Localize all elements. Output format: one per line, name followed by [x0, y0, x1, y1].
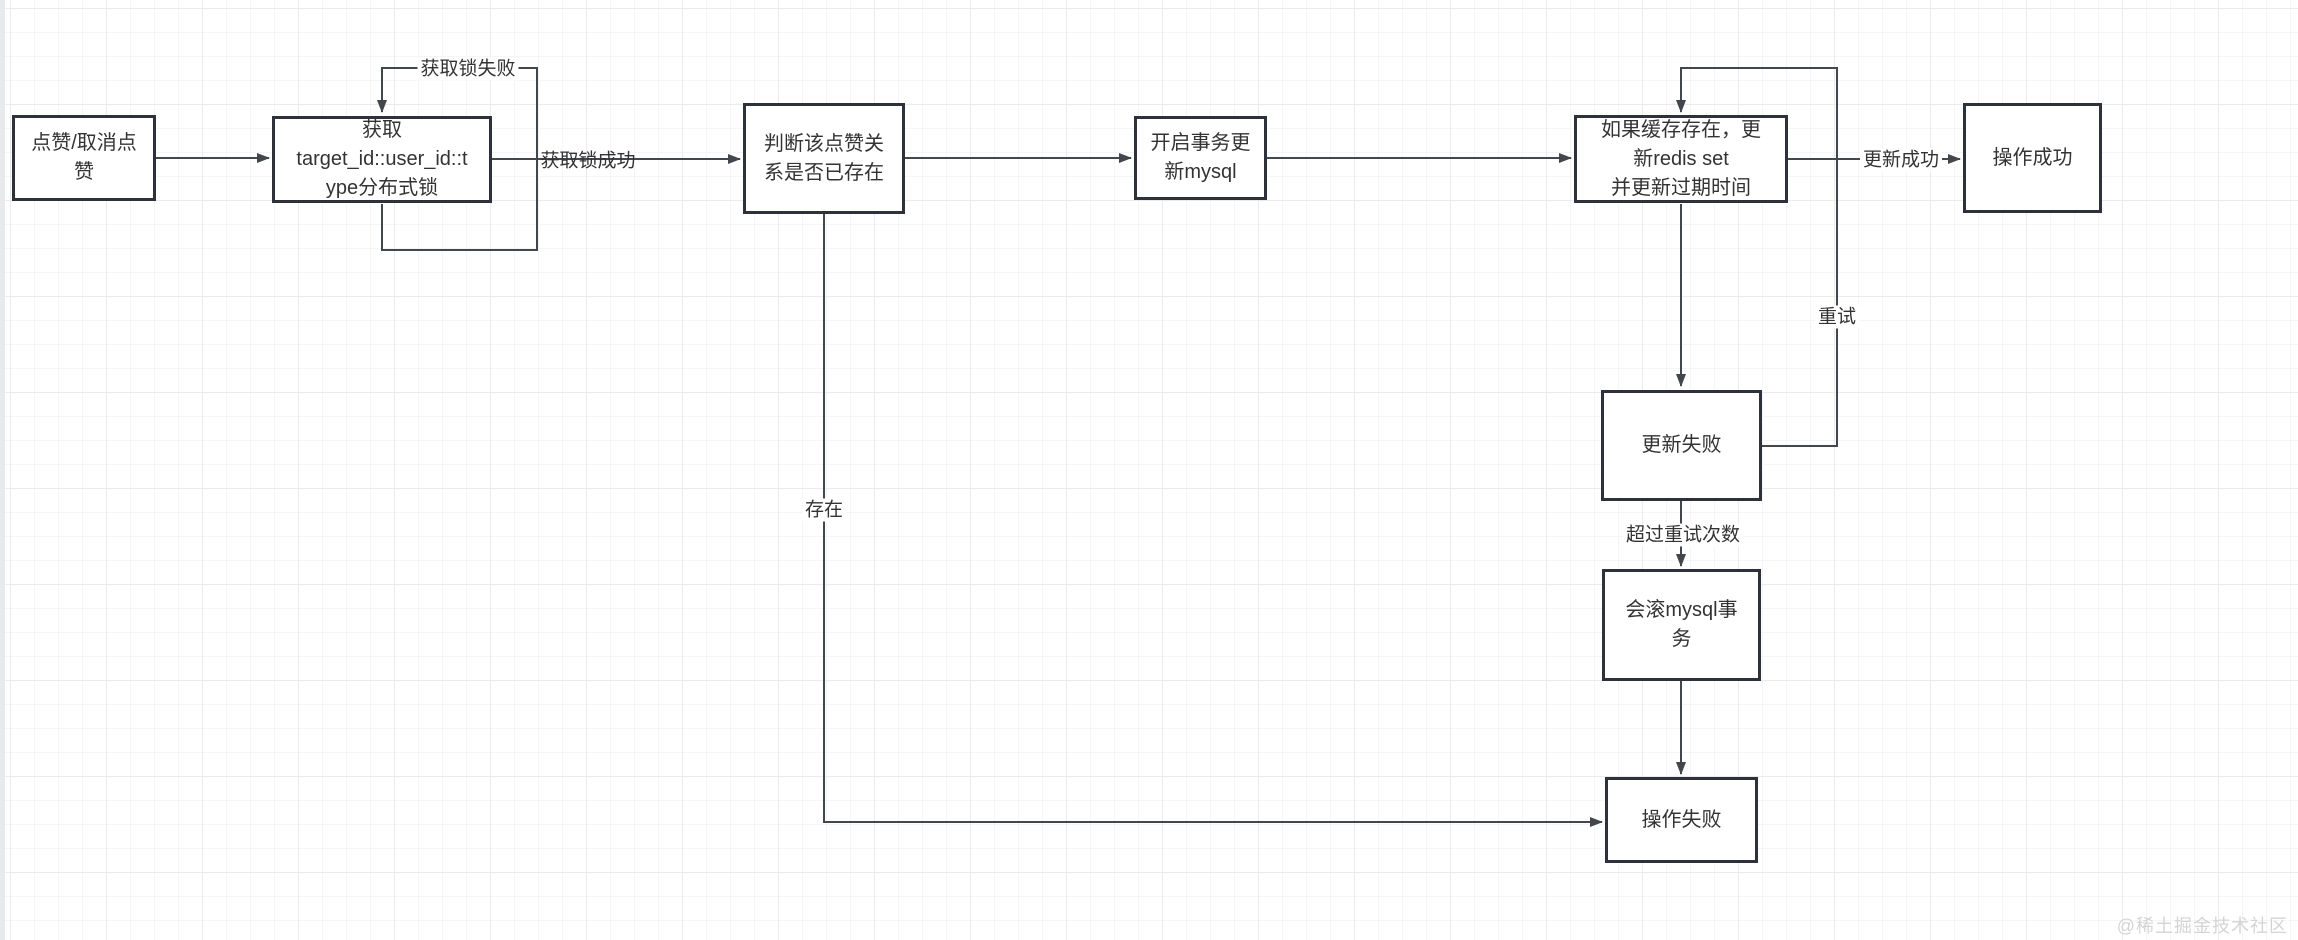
node-start[interactable]: 点赞/取消点 赞	[12, 115, 156, 201]
edge-label-lock-fail[interactable]: 获取锁失败	[417, 57, 519, 81]
edge-label-update-success[interactable]: 更新成功	[1859, 148, 1943, 172]
node-check-relation[interactable]: 判断该点赞关 系是否已存在	[743, 103, 905, 214]
node-operation-success[interactable]: 操作成功	[1963, 103, 2102, 213]
node-acquire-lock[interactable]: 获取 target_id::user_id::t ype分布式锁	[272, 116, 492, 203]
node-rollback-mysql[interactable]: 会滚mysql事 务	[1602, 569, 1761, 681]
node-update-redis[interactable]: 如果缓存存在，更 新redis set 并更新过期时间	[1574, 115, 1788, 203]
edge-label-exists[interactable]: 存在	[801, 498, 847, 522]
node-operation-failed[interactable]: 操作失败	[1605, 777, 1758, 863]
node-open-transaction[interactable]: 开启事务更 新mysql	[1134, 116, 1267, 200]
edge-label-exceed-retries[interactable]: 超过重试次数	[1622, 523, 1744, 547]
edge-label-retry[interactable]: 重试	[1814, 305, 1860, 329]
canvas-left-edge-strip	[0, 0, 5, 940]
watermark: @稀土掘金技术社区	[2116, 916, 2288, 936]
edge-exists-to-failed[interactable]	[823, 214, 1603, 827]
edge-label-lock-success[interactable]: 获取锁成功	[540, 150, 636, 172]
edge-retry-loop[interactable]	[1676, 67, 1838, 447]
node-update-failed[interactable]: 更新失败	[1601, 390, 1762, 501]
